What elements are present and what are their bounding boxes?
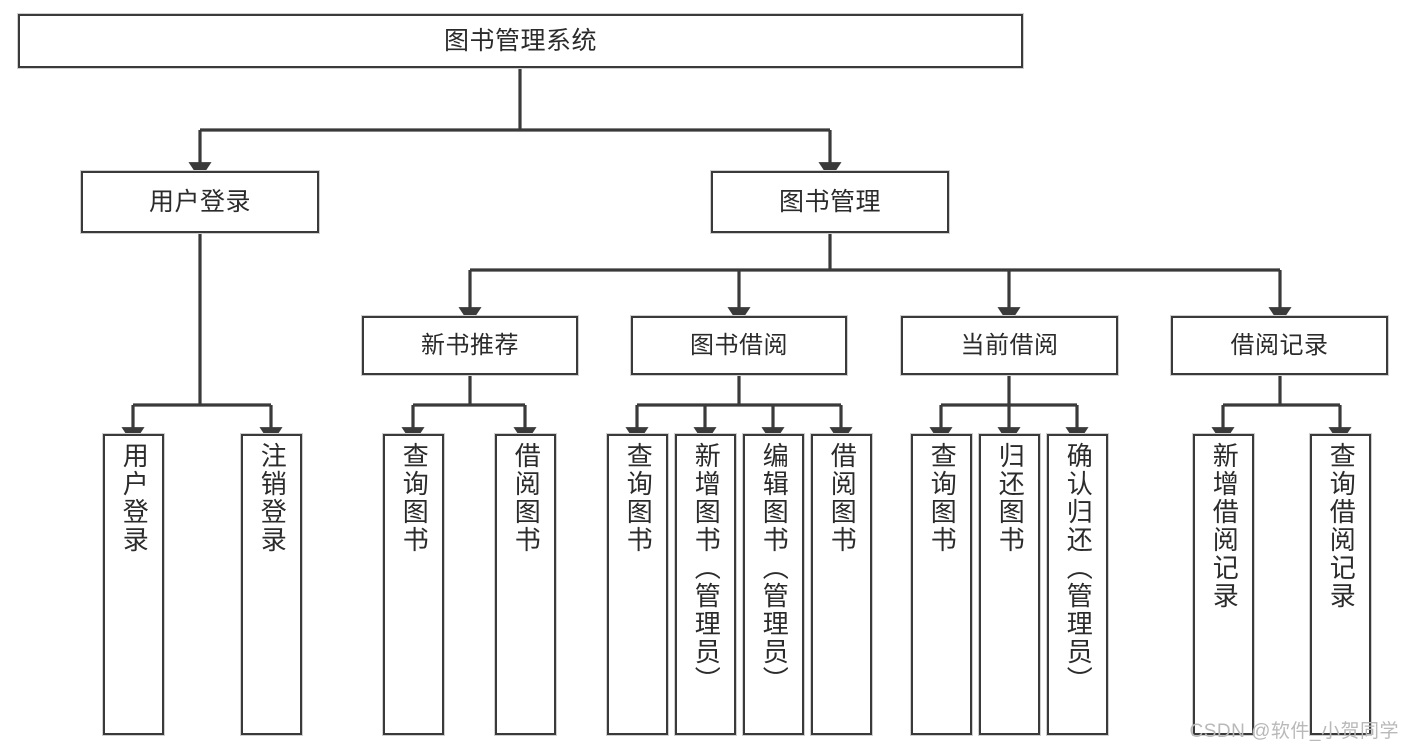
leaf-book-borrow-edit[interactable]: 编辑图书（管理员） — [742, 433, 805, 736]
leaf-book-borrow-borrow[interactable]: 借阅图书 — [810, 433, 873, 736]
node-new-book-recommend-label: 新书推荐 — [421, 331, 519, 359]
node-user-login[interactable]: 用户登录 — [80, 170, 320, 234]
leaf-book-borrow-query[interactable]: 查询图书 — [606, 433, 669, 736]
node-book-manage-label: 图书管理 — [778, 187, 881, 216]
leaf-new-book-borrow[interactable]: 借阅图书 — [494, 433, 557, 736]
node-book-borrow[interactable]: 图书借阅 — [630, 315, 848, 376]
leaf-label: 查询借阅记录 — [1326, 442, 1357, 610]
leaf-label: 用户登录 — [119, 442, 150, 554]
leaf-label: 新增借阅记录 — [1209, 442, 1240, 610]
leaf-current-borrow-confirm[interactable]: 确认归还（管理员） — [1046, 433, 1109, 736]
leaf-current-borrow-query[interactable]: 查询图书 — [910, 433, 973, 736]
leaf-label: 借阅图书 — [511, 442, 542, 554]
node-user-login-label: 用户登录 — [148, 187, 251, 216]
leaf-current-borrow-return[interactable]: 归还图书 — [978, 433, 1041, 736]
leaf-label: 归还图书 — [995, 442, 1026, 554]
leaf-label: 查询图书 — [927, 442, 958, 554]
leaf-label: 新增图书（管理员） — [691, 442, 722, 694]
node-book-borrow-label: 图书借阅 — [690, 331, 788, 359]
leaf-label: 查询图书 — [399, 442, 430, 554]
leaf-record-add[interactable]: 新增借阅记录 — [1192, 433, 1255, 736]
leaf-user-login-login[interactable]: 用户登录 — [102, 433, 165, 736]
node-borrow-record-label: 借阅记录 — [1230, 331, 1329, 359]
leaf-new-book-query[interactable]: 查询图书 — [382, 433, 445, 736]
node-new-book-recommend[interactable]: 新书推荐 — [361, 315, 579, 376]
node-borrow-record[interactable]: 借阅记录 — [1170, 315, 1389, 376]
leaf-book-borrow-add[interactable]: 新增图书（管理员） — [674, 433, 737, 736]
node-current-borrow-label: 当前借阅 — [960, 331, 1059, 359]
leaf-label: 借阅图书 — [827, 442, 858, 554]
leaf-label: 注销登录 — [257, 442, 288, 554]
node-book-manage[interactable]: 图书管理 — [710, 170, 950, 234]
leaf-label: 编辑图书（管理员） — [759, 442, 790, 694]
leaf-label: 查询图书 — [623, 442, 654, 554]
watermark: CSDN @软件_小贺同学 — [1189, 721, 1399, 742]
node-current-borrow[interactable]: 当前借阅 — [900, 315, 1119, 376]
node-root-label: 图书管理系统 — [443, 26, 597, 55]
leaf-label: 确认归还（管理员） — [1063, 442, 1094, 694]
leaf-user-login-logout[interactable]: 注销登录 — [240, 433, 303, 736]
leaf-record-query[interactable]: 查询借阅记录 — [1309, 433, 1372, 736]
node-root[interactable]: 图书管理系统 — [17, 13, 1024, 69]
